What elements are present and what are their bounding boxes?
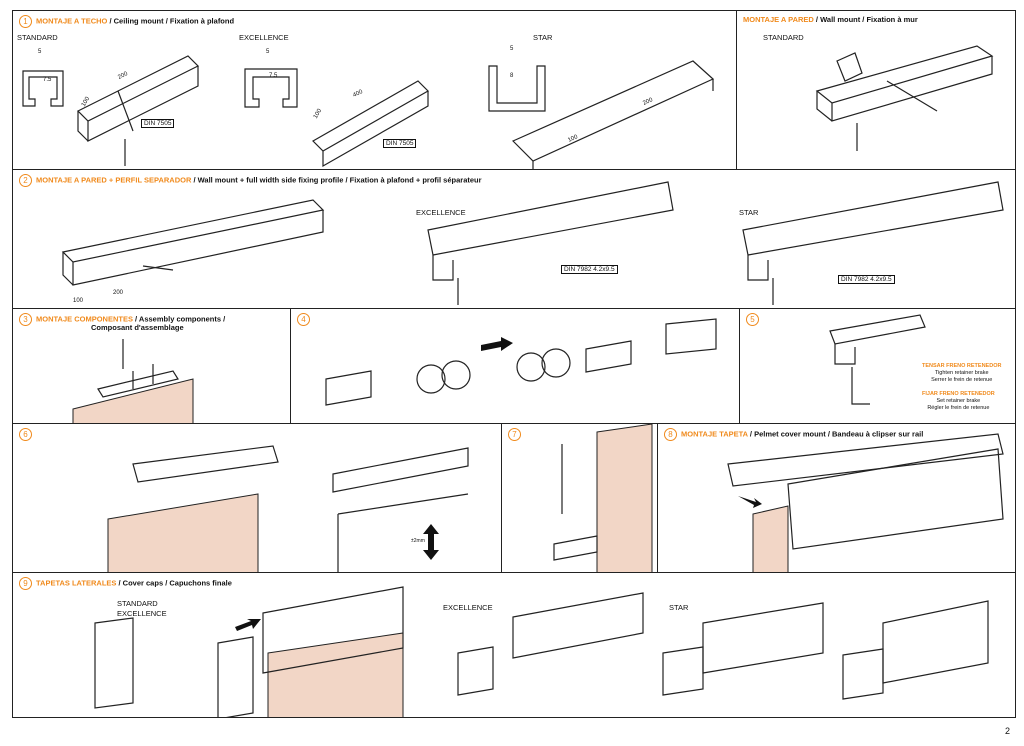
- dim-label: 7.5: [43, 77, 52, 83]
- label-excellence: EXCELLENCE: [239, 33, 289, 42]
- step-number: 7: [508, 428, 521, 441]
- header-title: MONTAJE A PARED: [743, 15, 814, 24]
- door-hanging-drawing: [107, 445, 469, 572]
- header-title: TAPETAS LATERALES: [36, 578, 117, 588]
- din-label: DIN 7982 4.2x9.5: [561, 265, 618, 274]
- section-header: 2 MONTAJE A PARED + PERFIL SEPARADOR / Wa…: [19, 174, 482, 187]
- dim-label: 200: [113, 290, 124, 296]
- label-excellence: EXCELLENCE: [443, 603, 493, 612]
- step-number: 3: [19, 313, 32, 326]
- step-number: 9: [19, 577, 32, 590]
- header-subtitle: / Wall mount + full width side fixing pr…: [191, 175, 482, 185]
- section-wall-mount-profile: 2 MONTAJE A PARED + PERFIL SEPARADOR / Wa…: [12, 169, 1016, 309]
- section-header: 5: [746, 313, 763, 326]
- ceiling-mount-drawings: [22, 55, 715, 169]
- din-label: DIN 7505: [141, 119, 175, 128]
- section-header: 6: [19, 428, 36, 441]
- header-title: MONTAJE COMPONENTES: [36, 314, 133, 324]
- section-step-4: 4: [290, 308, 740, 424]
- header-subtitle: / Pelmet cover mount / Bandeau à clipser…: [747, 429, 924, 439]
- floor-guide-drawing: [553, 424, 653, 572]
- wall-profile-drawings: [61, 181, 1004, 305]
- dim-label: 7.5: [269, 73, 278, 79]
- header-title: MONTAJE TAPETA: [681, 429, 748, 439]
- header-title: MONTAJE A PARED + PERFIL SEPARADOR: [36, 175, 192, 185]
- trolley-drawing: [325, 318, 717, 406]
- label-star: STAR: [739, 208, 759, 217]
- section-ceiling-mount: 1 MONTAJE A TECHO / Ceiling mount / Fixat…: [12, 10, 737, 170]
- label-standard: STANDARD: [17, 33, 58, 42]
- label-excellence: EXCELLENCE: [117, 609, 167, 618]
- header-subtitle: / Ceiling mount / Fixation à plafond: [107, 16, 235, 26]
- step-number: 4: [297, 313, 310, 326]
- header-subtitle: / Cover caps / Capuchons finale: [116, 578, 232, 588]
- section-header: MONTAJE A PARED / Wall mount / Fixation …: [743, 15, 918, 24]
- section-pelmet-mount: 8 MONTAJE TAPETA / Pelmet cover mount / B…: [657, 423, 1016, 573]
- section-header: 3 MONTAJE COMPONENTES / Assembly componen…: [19, 313, 225, 326]
- adjust-label: ±2mm: [411, 538, 425, 544]
- dim-label: 8: [510, 73, 514, 79]
- din-label: DIN 7982 4.2x9.5: [838, 275, 895, 284]
- page-number: 2: [1004, 726, 1010, 736]
- section-cover-caps: 9 TAPETAS LATERALES / Cover caps / Capuch…: [12, 572, 1016, 718]
- section-wall-mount: MONTAJE A PARED / Wall mount / Fixation …: [736, 10, 1016, 170]
- header-subtitle: / Assembly components /: [132, 314, 226, 324]
- label-standard: STANDARD: [117, 599, 158, 608]
- section-header: 8 MONTAJE TAPETA / Pelmet cover mount / B…: [664, 428, 923, 441]
- section-step-6: 6 ±2mm: [12, 423, 502, 573]
- label-star: STAR: [669, 603, 689, 612]
- section-step-7: 7: [501, 423, 658, 573]
- wall-mount-drawing: [815, 45, 994, 151]
- header-subtitle: / Wall mount / Fixation à mur: [813, 15, 918, 24]
- step-number: 1: [19, 15, 32, 28]
- section-header: 4: [297, 313, 314, 326]
- instruction-sheet: 1 MONTAJE A TECHO / Ceiling mount / Fixat…: [12, 10, 1016, 718]
- label-excellence: EXCELLENCE: [416, 208, 466, 217]
- label-standard: STANDARD: [763, 33, 804, 42]
- header-line2: Composant d'assemblage: [91, 323, 184, 332]
- header-title: MONTAJE A TECHO: [36, 16, 108, 26]
- step-number: 2: [19, 174, 32, 187]
- cover-caps-drawings: [94, 586, 989, 717]
- section-header: 9 TAPETAS LATERALES / Cover caps / Capuch…: [19, 577, 232, 590]
- pelmet-drawing: [727, 433, 1004, 572]
- dim-label: 5: [38, 49, 42, 55]
- assembly-drawing: [72, 339, 194, 423]
- din-label: DIN 7505: [383, 139, 417, 148]
- section-assembly-components: 3 MONTAJE COMPONENTES / Assembly componen…: [12, 308, 291, 424]
- step-number: 5: [746, 313, 759, 326]
- label-star: STAR: [533, 33, 553, 42]
- dim-label: 5: [266, 49, 270, 55]
- brake-drawing: [829, 314, 926, 405]
- section-header: 7: [508, 428, 525, 441]
- dim-label: 5: [510, 46, 514, 52]
- step-number: 8: [664, 428, 677, 441]
- dim-label: 100: [73, 298, 84, 304]
- section-header: 1 MONTAJE A TECHO / Ceiling mount / Fixat…: [19, 15, 234, 28]
- step-number: 6: [19, 428, 32, 441]
